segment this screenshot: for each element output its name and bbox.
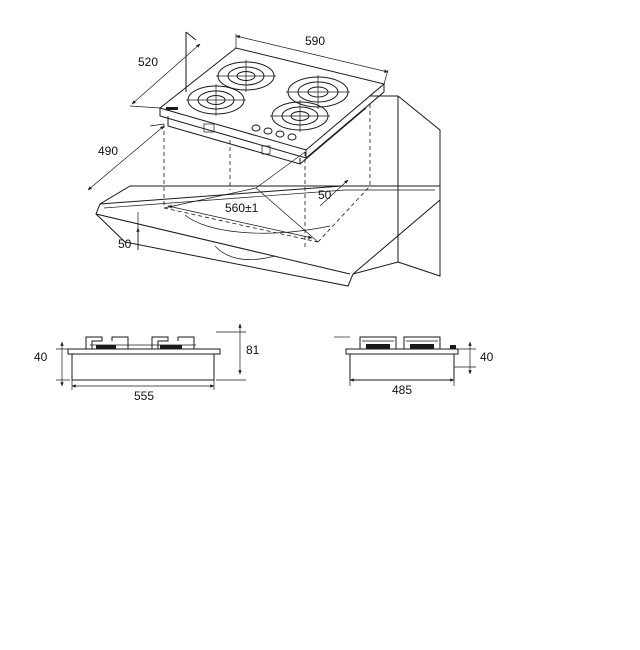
burners bbox=[166, 60, 350, 141]
pan-supports-side bbox=[359, 336, 456, 349]
front-view: 40 81 555 bbox=[34, 323, 260, 403]
countertop bbox=[95, 31, 441, 287]
control-knobs bbox=[251, 124, 297, 141]
dim-cutout-depth: 490 bbox=[98, 144, 118, 158]
dim-cutout-width: 560±1 bbox=[225, 201, 259, 215]
dim-side-height: 40 bbox=[480, 350, 494, 364]
side-view: 40 485 bbox=[334, 336, 494, 397]
isometric-view: 590 520 490 560±1 50 50 bbox=[87, 31, 441, 287]
brand-logo-plate bbox=[166, 107, 178, 110]
burner-rear-right bbox=[286, 75, 350, 109]
dim-width-top: 590 bbox=[305, 34, 325, 48]
dim-edge-front: 50 bbox=[118, 237, 132, 251]
burner-front-right bbox=[270, 100, 330, 132]
dim-front-width: 555 bbox=[134, 389, 154, 403]
pan-supports-front bbox=[85, 336, 196, 349]
dim-depth-top: 520 bbox=[138, 55, 158, 69]
dim-front-height-glass: 40 bbox=[34, 350, 48, 364]
dim-front-height-total: 81 bbox=[246, 343, 260, 357]
iso-dimensions: 590 520 490 560±1 50 50 bbox=[87, 34, 389, 251]
dim-side-width: 485 bbox=[392, 383, 412, 397]
hob-top bbox=[158, 47, 386, 165]
dim-edge-right: 50 bbox=[318, 188, 332, 202]
